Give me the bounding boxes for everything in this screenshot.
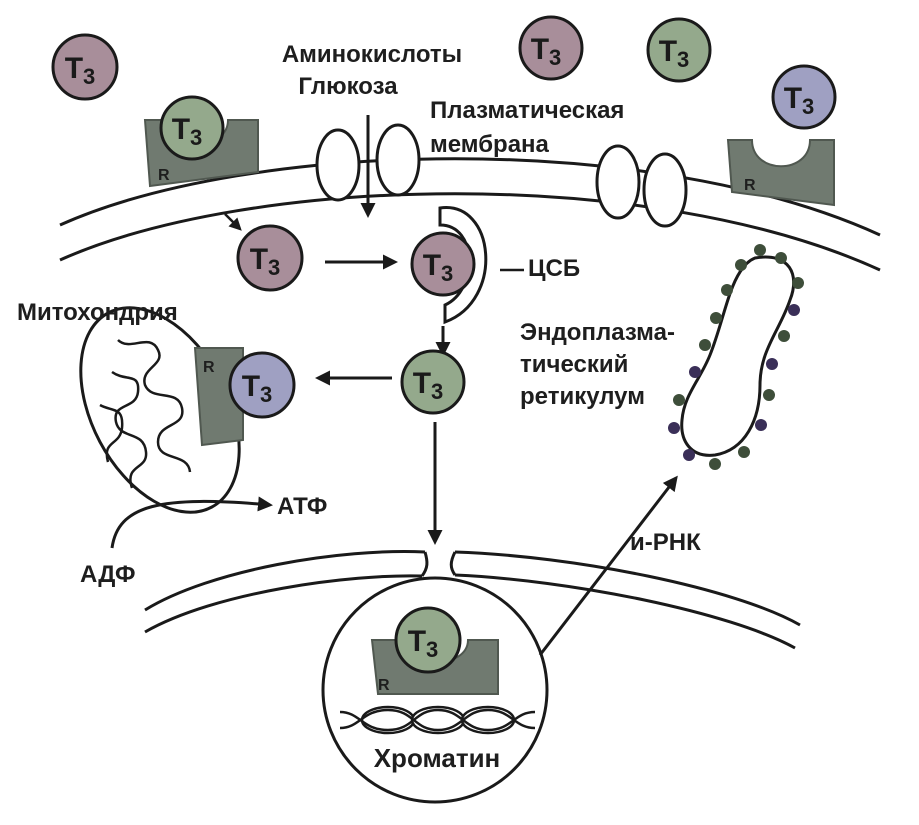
arrows bbox=[110, 115, 678, 656]
rough-endoplasmic-reticulum bbox=[668, 244, 804, 470]
membrane-channel bbox=[315, 128, 361, 202]
svg-text:Т3: Т3 bbox=[408, 625, 439, 662]
t3-molecule: Т3 bbox=[394, 606, 462, 674]
plasma-membrane bbox=[59, 123, 881, 272]
t3-molecule: Т3 bbox=[159, 95, 225, 161]
arrow-t3-entry bbox=[224, 213, 242, 231]
receptor-letter: R bbox=[744, 177, 756, 194]
t3-molecule: Т3 bbox=[236, 224, 304, 292]
t3-molecule: Т3 bbox=[228, 351, 296, 419]
receptor-letter: R bbox=[378, 677, 390, 694]
receptor-letter: R bbox=[203, 359, 215, 376]
label-csb: ЦСБ bbox=[528, 255, 580, 282]
t3-molecule: Т3 bbox=[410, 231, 476, 297]
svg-text:Т3: Т3 bbox=[531, 33, 562, 70]
t3-molecule: Т3 bbox=[400, 349, 466, 415]
svg-text:Т3: Т3 bbox=[784, 82, 815, 119]
arrow-adp-to-atp bbox=[110, 496, 273, 549]
label-plasma-membrane-2: мембрана bbox=[430, 131, 550, 158]
nucleus: R bbox=[321, 576, 549, 804]
label-plasma-membrane-1: Плазматическая bbox=[430, 97, 624, 124]
membrane-receptor-right: R bbox=[726, 139, 835, 207]
svg-text:Т3: Т3 bbox=[423, 249, 454, 286]
t3-molecule: Т3 bbox=[51, 33, 119, 101]
svg-text:Т3: Т3 bbox=[659, 35, 690, 72]
svg-text:Т3: Т3 bbox=[242, 370, 273, 407]
label-atp: АТФ bbox=[277, 493, 327, 520]
mitochondrion: R bbox=[79, 306, 244, 514]
label-er-3: ретикулум bbox=[520, 383, 645, 410]
membrane-channel bbox=[375, 123, 421, 197]
t3-molecule: Т3 bbox=[518, 15, 584, 81]
label-er-1: Эндоплазма- bbox=[520, 319, 675, 346]
svg-text:Т3: Т3 bbox=[65, 52, 96, 89]
label-glucose: Глюкоза bbox=[298, 73, 398, 100]
t3-molecule: Т3 bbox=[771, 64, 837, 130]
ribosomes bbox=[668, 244, 804, 470]
t3-molecule: Т3 bbox=[646, 17, 712, 83]
label-amino-acids: Аминокислоты bbox=[282, 41, 462, 68]
membrane-channel bbox=[595, 144, 641, 220]
label-er-2: тический bbox=[520, 351, 628, 378]
label-adp: АДФ bbox=[80, 561, 136, 588]
nuclear-envelope bbox=[144, 550, 801, 650]
arrow-mrna-to-er bbox=[538, 475, 678, 656]
svg-text:Т3: Т3 bbox=[172, 113, 203, 150]
svg-text:Т3: Т3 bbox=[413, 367, 444, 404]
label-mrna: и-РНК bbox=[630, 529, 701, 556]
svg-text:Т3: Т3 bbox=[250, 243, 281, 280]
label-chromatin: Хроматин bbox=[374, 743, 501, 773]
chromatin-strand bbox=[339, 705, 536, 735]
label-mitochondria: Митохондрия bbox=[17, 299, 178, 326]
membrane-channel bbox=[642, 152, 688, 228]
receptor-letter: R bbox=[158, 167, 170, 184]
